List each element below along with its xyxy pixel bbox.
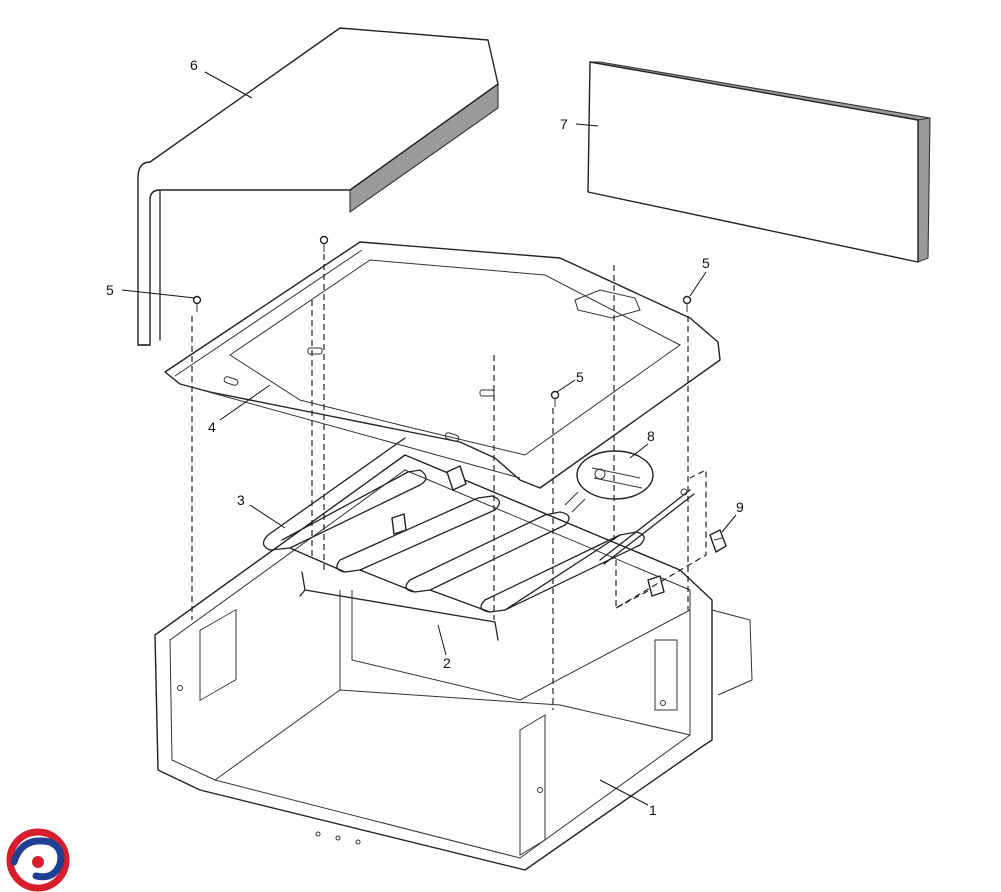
callout-7: 7 xyxy=(560,116,568,132)
part-7-insulation-block xyxy=(587,61,931,263)
part-6-insulation-wrap xyxy=(137,27,499,346)
part-9-clip xyxy=(709,529,727,553)
screw-top xyxy=(319,235,329,252)
part-3-heating-element xyxy=(262,437,645,613)
callout-3: 3 xyxy=(237,492,245,508)
brand-logo xyxy=(6,828,70,892)
part-1-oven-cavity xyxy=(154,454,753,871)
assembly-lines xyxy=(191,254,707,710)
part-8-temperature-sensor xyxy=(564,450,695,565)
screw-5c xyxy=(550,390,560,407)
bracket-tab xyxy=(391,513,407,535)
callout-leaders xyxy=(121,71,737,806)
callout-2: 2 xyxy=(443,655,451,671)
screw-5b xyxy=(682,295,692,312)
callout-1: 1 xyxy=(649,802,657,818)
callout-5-center: 5 xyxy=(576,369,584,385)
sensor-clip xyxy=(647,575,665,597)
part-2-element-bracket xyxy=(299,571,499,641)
callout-4: 4 xyxy=(208,419,216,435)
callout-5-right: 5 xyxy=(702,255,710,271)
part-4-top-cover xyxy=(164,241,721,489)
screw-5a xyxy=(192,295,202,312)
callout-9: 9 xyxy=(736,499,744,515)
callout-8: 8 xyxy=(647,428,655,444)
callout-5-left: 5 xyxy=(106,282,114,298)
element-clip xyxy=(446,465,467,491)
callout-6: 6 xyxy=(190,57,198,73)
